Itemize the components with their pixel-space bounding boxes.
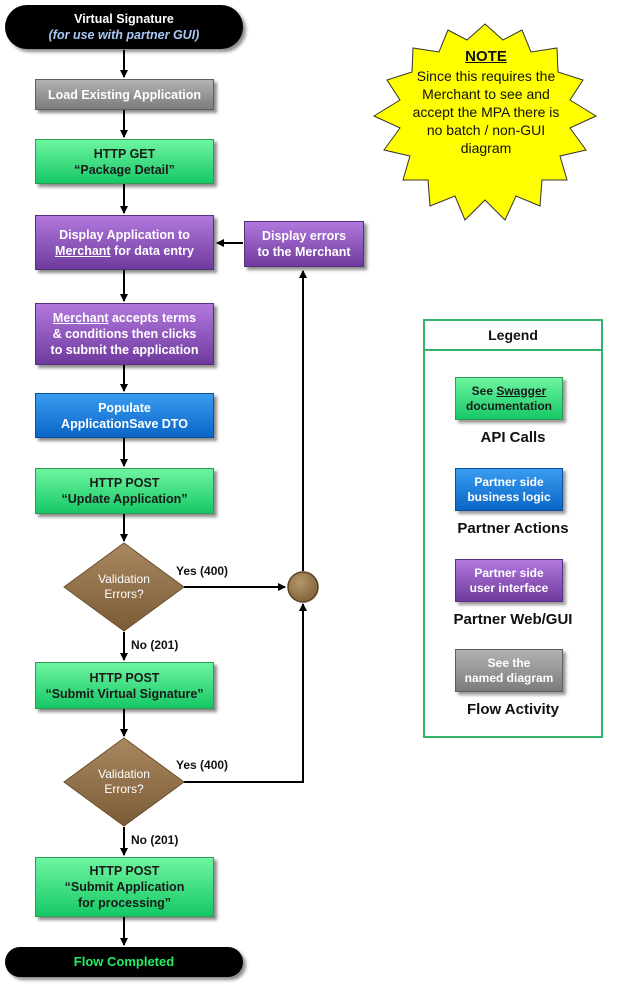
legend-flow-caption: Flow Activity [467,701,559,718]
post-submit-method: HTTP POST [89,864,160,878]
legend-flow-line2: named diagram [464,670,554,685]
start-subtitle: (for use with partner GUI) [48,28,200,42]
end-label: Flow Completed [73,954,175,969]
note-star [372,23,598,221]
merchant-accepts-line1-rest: accepts terms [108,311,197,325]
http-post-submit-virtual-signature[interactable]: HTTP POST “Submit Virtual Signature” [35,662,214,709]
http-post-update-application[interactable]: HTTP POST “Update Application” [35,468,214,514]
legend-flow-box: See the named diagram [455,649,563,692]
http-get-name: “Package Detail” [74,162,175,177]
post-submit-name-line2: for processing” [77,896,172,910]
post-update-name: “Update Application” [61,492,188,506]
display-errors-node[interactable]: Display errors to the Merchant [244,221,364,267]
legend-flow-line1: See the [487,655,531,670]
legend-logic-box: Partner side business logic [455,468,563,511]
legend-api-line1: See Swagger [472,384,547,399]
decision-2-line2: Errors? [104,782,144,796]
populate-line1: Populate [98,400,151,415]
decision-diamond-2 [63,737,185,827]
post-signature-name: “Submit Virtual Signature” [45,686,204,701]
legend-logic-line2: business logic [467,489,551,504]
start-terminator: Virtual Signature (for use with partner … [5,5,243,49]
decision-1-no-label: No (201) [131,638,179,652]
end-terminator: Flow Completed [5,947,243,977]
populate-dto-node[interactable]: Populate ApplicationSave DTO [35,393,214,438]
start-title: Virtual Signature [74,12,174,26]
legend-gui-box: Partner side user interface [455,559,563,602]
merchant-accepts-line3: to submit the application [50,343,199,357]
merchant-accepts-line2: & conditions then clicks [52,327,197,341]
display-application-line2-rest: for data entry [110,243,194,258]
decision-1-label: Validation Errors? [74,569,174,605]
decision-diamond-1 [63,542,185,632]
decision-1-yes-label: Yes (400) [176,564,229,578]
http-get-package-detail[interactable]: HTTP GET “Package Detail” [35,139,214,184]
post-update-method: HTTP POST [89,476,160,490]
merchant-accepts-node[interactable]: Merchant accepts terms & conditions then… [35,303,214,365]
http-post-submit-application[interactable]: HTTP POST “Submit Application for proces… [35,857,214,917]
display-application-line1: Display Application to [59,227,190,242]
note-title: NOTE [465,48,507,65]
load-application-node[interactable]: Load Existing Application [35,79,214,110]
display-errors-line1: Display errors [261,229,347,243]
legend-api-box: See Swagger documentation [455,377,563,420]
legend-panel: Legend See Swagger documentation API Cal… [423,319,603,738]
http-get-method: HTTP GET [93,146,156,161]
decision-2-yes-label: Yes (400) [176,758,229,772]
merchant-link: Merchant [52,311,109,325]
arrow-decision2-yes [184,603,307,783]
merchant-link: Merchant [55,243,111,258]
post-signature-method: HTTP POST [89,670,160,685]
legend-title: Legend [425,321,601,351]
swagger-link[interactable]: Swagger [496,383,547,398]
note-content: NOTE Since this requires the Merchant to… [404,48,568,157]
legend-logic-line1: Partner side [474,474,544,489]
decision-2-line1: Validation [98,767,150,781]
decision-2-label: Validation Errors? [74,764,174,800]
legend-api-prefix: See [471,383,497,398]
merchant-accepts-line1: Merchant accepts terms [53,310,196,326]
display-application-node[interactable]: Display Application to Merchant for data… [35,215,214,270]
decision-1-line2: Errors? [104,587,144,601]
note-body: Since this requires the Merchant to see … [412,68,560,156]
decision-2-no-label: No (201) [131,833,179,847]
legend-api-caption: API Calls [480,429,546,446]
legend-gui-line2: user interface [469,580,549,595]
legend-logic-caption: Partner Actions [457,520,569,537]
legend-api-line2: documentation [466,398,552,413]
post-submit-name-line1: “Submit Application [64,880,185,894]
legend-gui-caption: Partner Web/GUI [453,611,573,628]
display-errors-line2: to the Merchant [257,245,351,259]
legend-gui-line1: Partner side [474,565,544,580]
load-application-label: Load Existing Application [47,87,201,102]
display-application-line2: Merchant for data entry [55,243,194,259]
loop-junction [287,571,319,603]
decision-1-line1: Validation [98,572,150,586]
populate-line2: ApplicationSave DTO [61,416,188,431]
